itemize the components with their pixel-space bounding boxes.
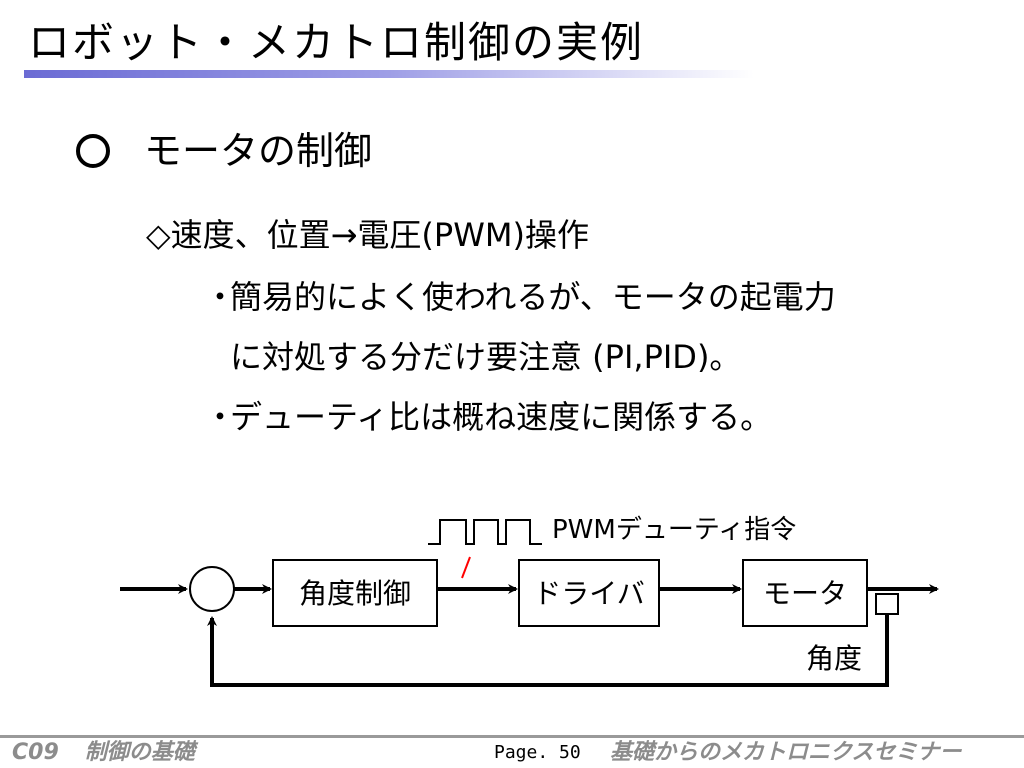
slide-title: ロボット・メカトロ制御の実例 [28,18,645,67]
circle-bullet-icon [76,134,110,168]
page-number: Page. 50 [494,742,581,763]
footer-seminar: 基礎からのメカトロニクスセミナー [610,740,962,765]
footer-course: C09 制御の基礎 [12,739,195,767]
bullet-continuation: に対処する分だけ要注意 (PI,PID)。 [230,338,742,376]
controller-block [272,559,438,627]
angle-sensor [875,593,899,615]
footer-code: C09 [12,740,59,765]
pwm-duty-label: PWMデューティ指令 [552,515,796,545]
footer-course-title: 制御の基礎 [84,740,195,765]
driver-block [518,559,660,627]
motor-label: モータ [763,577,847,610]
controller-label: 角度制御 [299,577,411,610]
title-underline [24,70,754,78]
feedback-path [207,614,889,687]
bullet-text: デューティ比は概ね速度に関係する。 [230,398,773,436]
bullet-text: 簡易的によく使われるが、モータの起電力 [230,278,836,316]
driver-label: ドライバ [533,577,644,610]
section-heading: モータの制御 [76,128,372,174]
subheading: ◇速度、位置→電圧(PWM)操作 [146,216,589,254]
pwm-slash-mark [461,556,471,579]
bullet-item: ・デューティ比は概ね速度に関係する。 [204,396,772,438]
pwm-waveform [428,519,542,545]
summing-junction [189,566,235,612]
bullet-item: ・簡易的によく使われるが、モータの起電力 [204,276,836,318]
motor-block [742,559,868,627]
angle-label: 角度 [806,642,862,675]
section-heading-text: モータの制御 [144,129,373,173]
footer-divider [0,735,1024,738]
